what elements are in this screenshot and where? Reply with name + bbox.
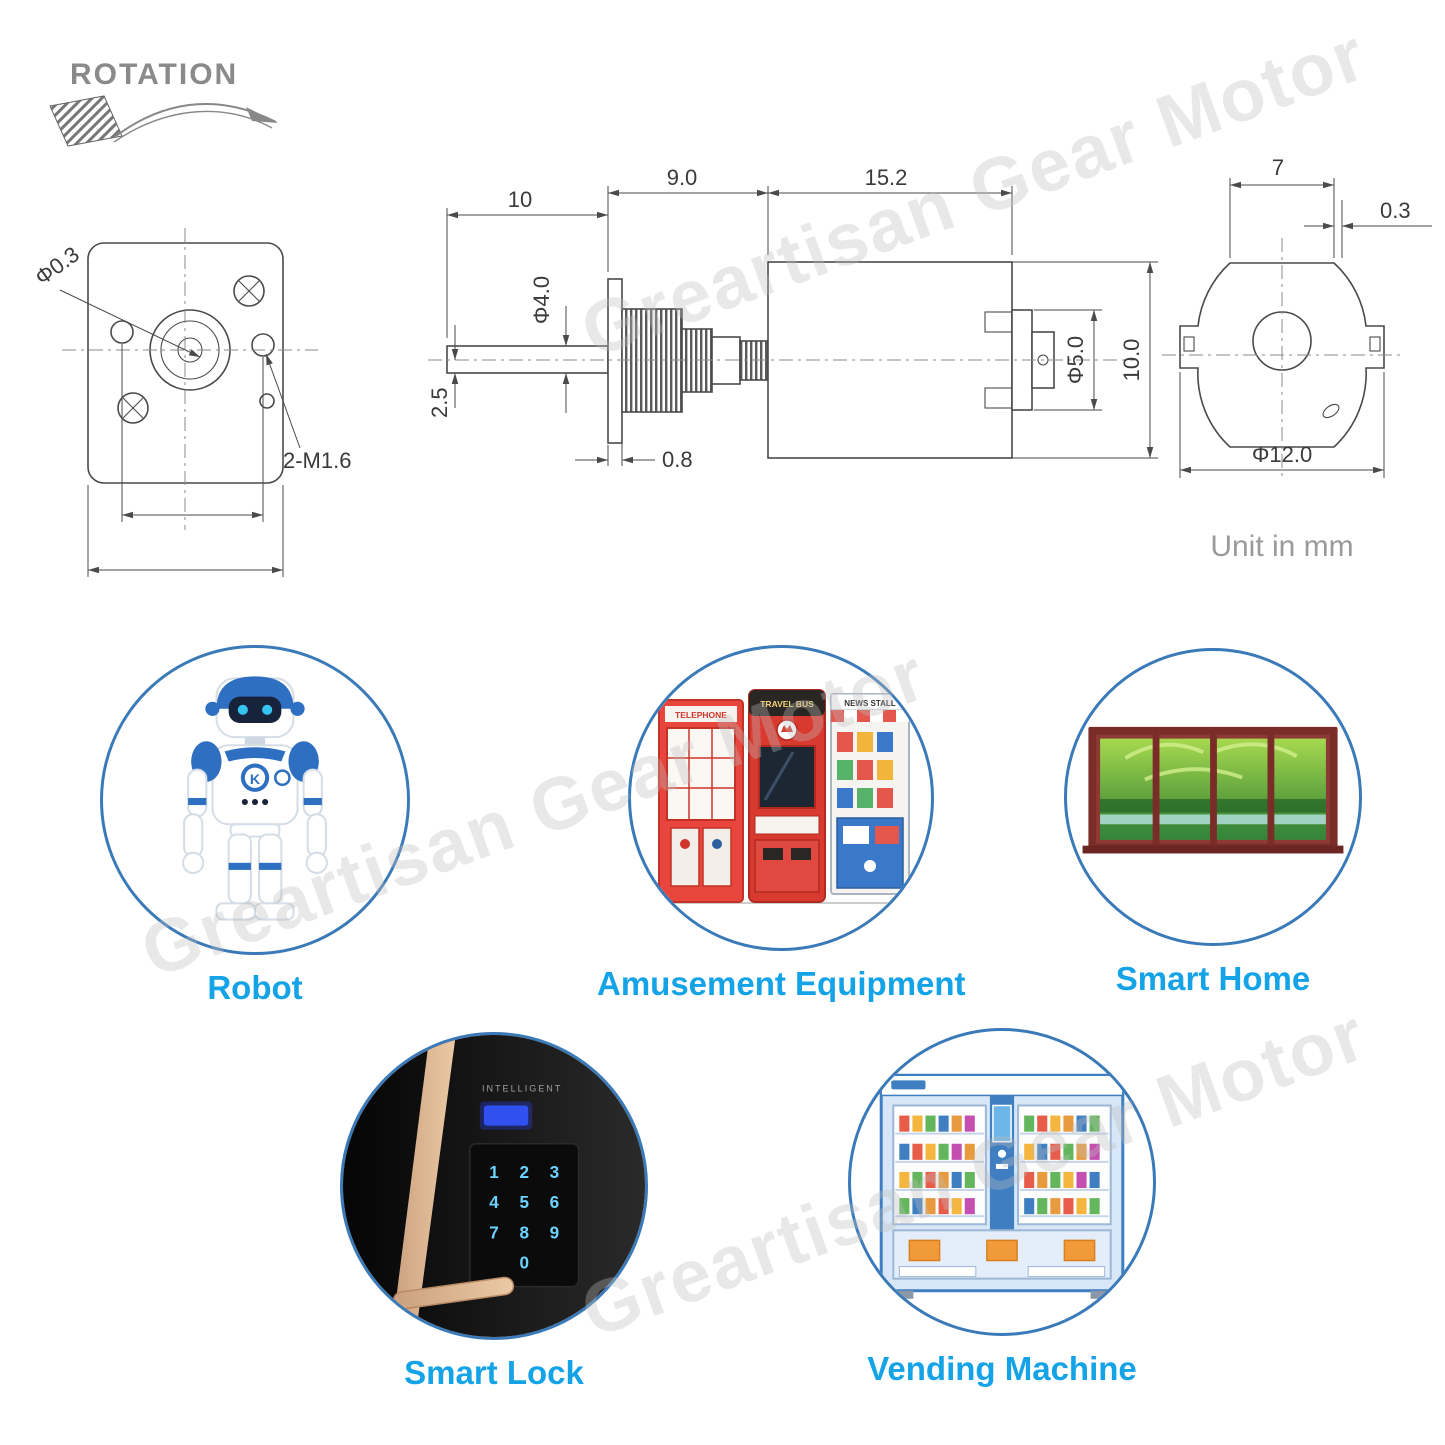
key-4[interactable]: 4 bbox=[489, 1193, 499, 1212]
application-amusement: TELEPHONE TRAVEL BUS bbox=[597, 645, 966, 1003]
dim-front-pin: Φ0.3 bbox=[30, 242, 84, 291]
door-edge bbox=[391, 1035, 456, 1337]
dim-boss-dia: Φ5.0 bbox=[1063, 336, 1088, 384]
key-7[interactable]: 7 bbox=[489, 1223, 499, 1242]
rotation-annotation: ROTATION bbox=[49, 58, 278, 147]
front-view: Φ0.3 2-M1.6 bbox=[30, 228, 351, 577]
app-label-robot: Robot bbox=[207, 969, 303, 1006]
application-smart-lock: INTELLIGENT 1 2 3 4 5 6 7 8 9 0 bbox=[340, 1032, 648, 1392]
dim-rear-step: 0.3 bbox=[1380, 198, 1411, 223]
vending-screen[interactable] bbox=[992, 1104, 1012, 1143]
key-0[interactable]: 0 bbox=[519, 1254, 529, 1273]
key-3[interactable]: 3 bbox=[550, 1163, 560, 1182]
dim-flange-thickness: 0.8 bbox=[662, 447, 693, 472]
robot-eye bbox=[262, 704, 273, 715]
key-1[interactable]: 1 bbox=[489, 1163, 499, 1182]
robot-eye bbox=[237, 704, 248, 715]
smart-lock-illustration: INTELLIGENT 1 2 3 4 5 6 7 8 9 0 bbox=[343, 1035, 645, 1337]
robot-image: K bbox=[100, 645, 410, 955]
lock-keypad[interactable] bbox=[469, 1142, 580, 1288]
sign-travel-bus: TRAVEL BUS bbox=[761, 699, 815, 709]
side-view: 10 9.0 15.2 Φ4.0 2.5 0.8 Φ5.0 bbox=[427, 165, 1158, 472]
dim-motor-length: 15.2 bbox=[865, 165, 908, 190]
dim-shaft-length: 10 bbox=[508, 187, 532, 212]
vending-pay-screen[interactable] bbox=[986, 1239, 1018, 1262]
unit-note: Unit in mm bbox=[1210, 530, 1353, 563]
robot-chest-letter: K bbox=[250, 772, 261, 788]
dim-rear-dia: Φ12.0 bbox=[1252, 442, 1312, 467]
vending-pay-screen[interactable] bbox=[908, 1239, 941, 1262]
application-vending: Vending Machine bbox=[848, 1028, 1156, 1388]
smart-home-illustration bbox=[1082, 726, 1344, 854]
rear-view: 7 0.3 Φ12.0 bbox=[1162, 155, 1432, 478]
news-stall: NEWS STALL bbox=[830, 693, 911, 895]
app-label-amusement: Amusement Equipment bbox=[597, 965, 966, 1002]
dim-front-screws: 2-M1.6 bbox=[283, 448, 351, 473]
window-sill bbox=[1082, 845, 1344, 854]
robot-illustration: K bbox=[182, 676, 328, 921]
hatched-shaft-end bbox=[49, 95, 123, 147]
key-5[interactable]: 5 bbox=[519, 1193, 529, 1212]
amusement-image: TELEPHONE TRAVEL BUS bbox=[628, 645, 935, 951]
app-label-smart-lock: Smart Lock bbox=[404, 1354, 584, 1391]
dim-body-height: 10.0 bbox=[1119, 339, 1144, 382]
telephone-booth: TELEPHONE bbox=[658, 699, 745, 903]
dim-gearbox-length: 9.0 bbox=[667, 165, 698, 190]
lock-led bbox=[483, 1105, 529, 1126]
rotation-arrowhead bbox=[246, 107, 278, 123]
key-8[interactable]: 8 bbox=[519, 1223, 529, 1242]
lock-panel-title: INTELLIGENT bbox=[482, 1083, 562, 1093]
dim-shaft-dia: Φ4.0 bbox=[529, 276, 554, 324]
app-label-smart-home: Smart Home bbox=[1115, 960, 1311, 997]
vending-slot[interactable] bbox=[898, 1266, 977, 1278]
smart-home-image bbox=[1064, 648, 1362, 946]
smart-lock-image: INTELLIGENT 1 2 3 4 5 6 7 8 9 0 bbox=[340, 1032, 648, 1340]
technical-drawing: ROTATION Φ0.3 2-M1 bbox=[30, 58, 1432, 577]
vending-illustration bbox=[879, 1073, 1125, 1299]
sign-news-stall: NEWS STALL bbox=[845, 699, 897, 708]
vending-pay-screen[interactable] bbox=[1063, 1239, 1096, 1262]
app-label-vending: Vending Machine bbox=[867, 1350, 1137, 1387]
key-2[interactable]: 2 bbox=[519, 1163, 529, 1182]
vending-right-window bbox=[1017, 1104, 1112, 1226]
vending-image bbox=[848, 1028, 1156, 1336]
key-9[interactable]: 9 bbox=[550, 1223, 560, 1242]
dim-rear-flat-width: 7 bbox=[1272, 155, 1284, 180]
rotation-arrow-curve2 bbox=[113, 110, 273, 143]
amusement-illustration: TELEPHONE TRAVEL BUS bbox=[646, 689, 917, 904]
dim-shaft-offset: 2.5 bbox=[427, 387, 452, 418]
application-smart-home: Smart Home bbox=[1064, 648, 1362, 998]
key-6[interactable]: 6 bbox=[550, 1193, 560, 1212]
vending-left-window bbox=[892, 1104, 987, 1226]
keypad-digits[interactable]: 1 2 3 4 5 6 7 8 9 0 bbox=[489, 1163, 559, 1273]
rotation-label: ROTATION bbox=[70, 58, 238, 91]
sign-telephone: TELEPHONE bbox=[675, 710, 727, 720]
application-robot: K bbox=[100, 645, 410, 1007]
travel-bus-booth: TRAVEL BUS bbox=[748, 689, 827, 903]
vending-slot[interactable] bbox=[1027, 1266, 1106, 1278]
